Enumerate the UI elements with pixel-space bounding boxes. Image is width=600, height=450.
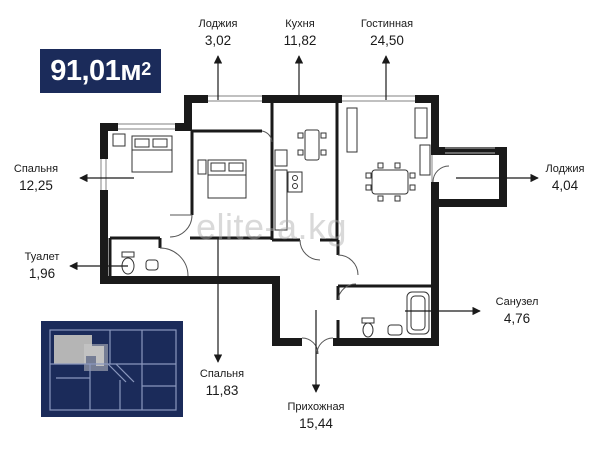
stove-icon [274,149,303,231]
windows [100,95,495,190]
room-label-loggia-top: Лоджия 3,02 [196,17,240,48]
bed-icon [197,159,247,199]
sink-icon [145,259,403,336]
room-area: 4,04 [551,178,579,193]
room-name: Спальня [13,163,59,175]
room-label-bedroom-left: Спальня 12,25 [8,162,64,193]
bathtub-icon [406,291,430,335]
room-label-hallway: Прихожная 15,44 [280,400,352,431]
room-label-living: Гостинная 24,50 [354,17,420,48]
room-name: Санузел [495,296,539,308]
room-name: Кухня [285,18,315,30]
room-area: 4,76 [503,311,531,326]
room-label-kitchen: Кухня 11,82 [278,17,322,48]
room-label-toilet: Туалет 1,96 [20,250,64,281]
area-unit: м [120,54,142,87]
room-area: 3,02 [204,33,232,48]
room-area: 15,44 [299,416,333,431]
room-area: 11,83 [205,383,239,398]
room-label-loggia-right: Лоджия 4,04 [543,162,587,193]
room-name: Лоджия [545,163,585,175]
table-icon [297,129,327,161]
room-name: Прихожная [287,401,345,413]
room-label-bedroom-bottom: Спальня 11,83 [194,367,250,398]
building-minimap [41,321,183,417]
outer-walls [100,95,507,346]
room-name: Туалет [24,251,60,263]
total-area-value: 91,01 [50,54,121,87]
watermark-text: elite-a.kg [196,206,348,247]
table-icon [365,162,416,202]
bed-icon [112,133,173,173]
room-area: 24,50 [370,33,404,48]
door-swing-icon [159,130,450,355]
room-area: 11,82 [283,33,317,48]
area-unit-power: 2 [141,58,151,79]
sofa-icon [346,107,431,176]
room-area: 1,96 [28,266,56,281]
minimap-details [41,321,183,417]
room-name: Спальня [199,368,245,380]
arrow-icon [69,55,539,393]
room-area: 12,25 [19,178,53,193]
room-name: Гостинная [360,18,414,30]
room-label-bathroom: Санузел 4,76 [489,295,545,326]
interior-walls [108,103,431,338]
room-name: Лоджия [198,18,238,30]
